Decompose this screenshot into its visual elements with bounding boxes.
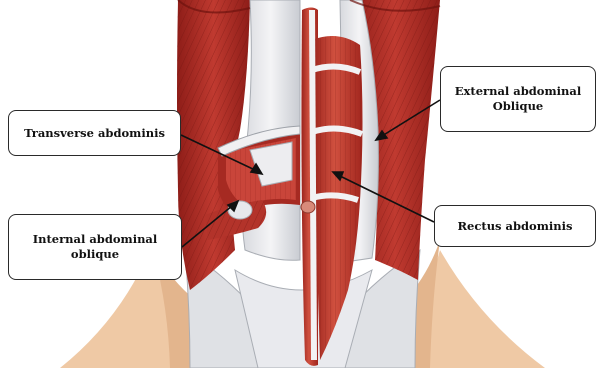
- label-internal-line1: Internal abdominal: [33, 232, 158, 247]
- label-internal-abdominal-oblique: Internal abdominal oblique: [8, 214, 182, 280]
- label-transverse-abdominis: Transverse abdominis: [8, 110, 181, 156]
- label-external-abdominal-oblique: External abdominal Oblique: [440, 66, 596, 132]
- label-internal-line2: oblique: [71, 247, 119, 262]
- skin-right: [420, 250, 545, 368]
- label-external-line2: Oblique: [493, 99, 544, 114]
- navel: [301, 201, 315, 213]
- label-rectus-text: Rectus abdominis: [458, 219, 573, 234]
- label-rectus-abdominis: Rectus abdominis: [434, 205, 596, 247]
- label-external-line1: External abdominal: [455, 84, 581, 99]
- linea-alba: [312, 10, 314, 360]
- label-transverse-text: Transverse abdominis: [24, 126, 165, 141]
